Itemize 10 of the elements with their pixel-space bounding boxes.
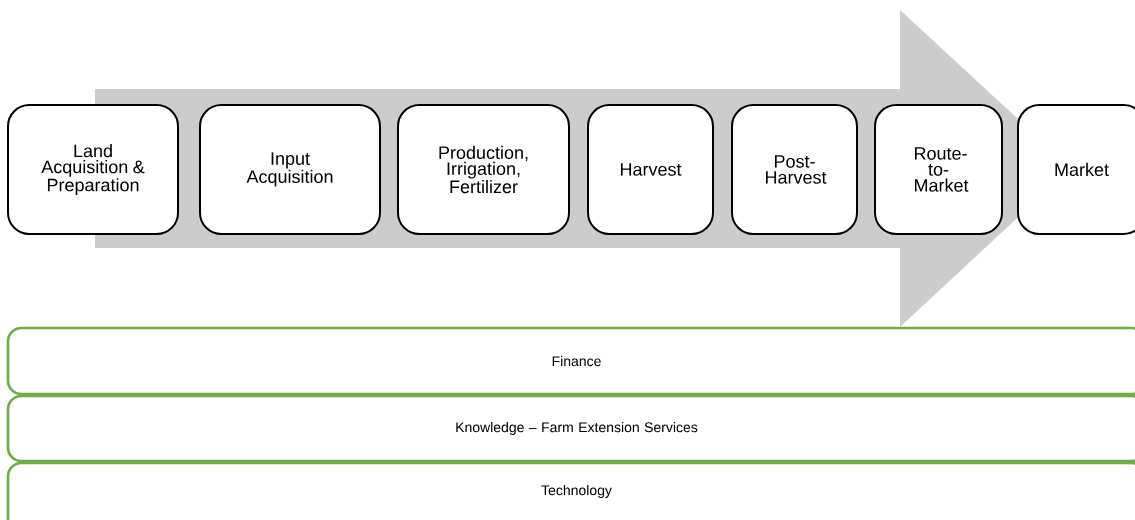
band-box: Knowledge – Farm Extension Services: [6, 394, 1135, 463]
step-box: Input Acquisition: [199, 104, 381, 235]
band-box: Finance: [6, 326, 1135, 396]
step-box: Harvest: [587, 104, 714, 235]
step-box: Post-Harvest: [731, 104, 858, 235]
step-box: Land Acquisition & Preparation: [7, 104, 179, 235]
step-box: Route-to-Market: [874, 104, 1003, 235]
band-box: Technology: [6, 461, 1135, 520]
step-box: Market: [1017, 104, 1135, 235]
step-box: Production, Irrigation, Fertilizer: [397, 104, 570, 235]
